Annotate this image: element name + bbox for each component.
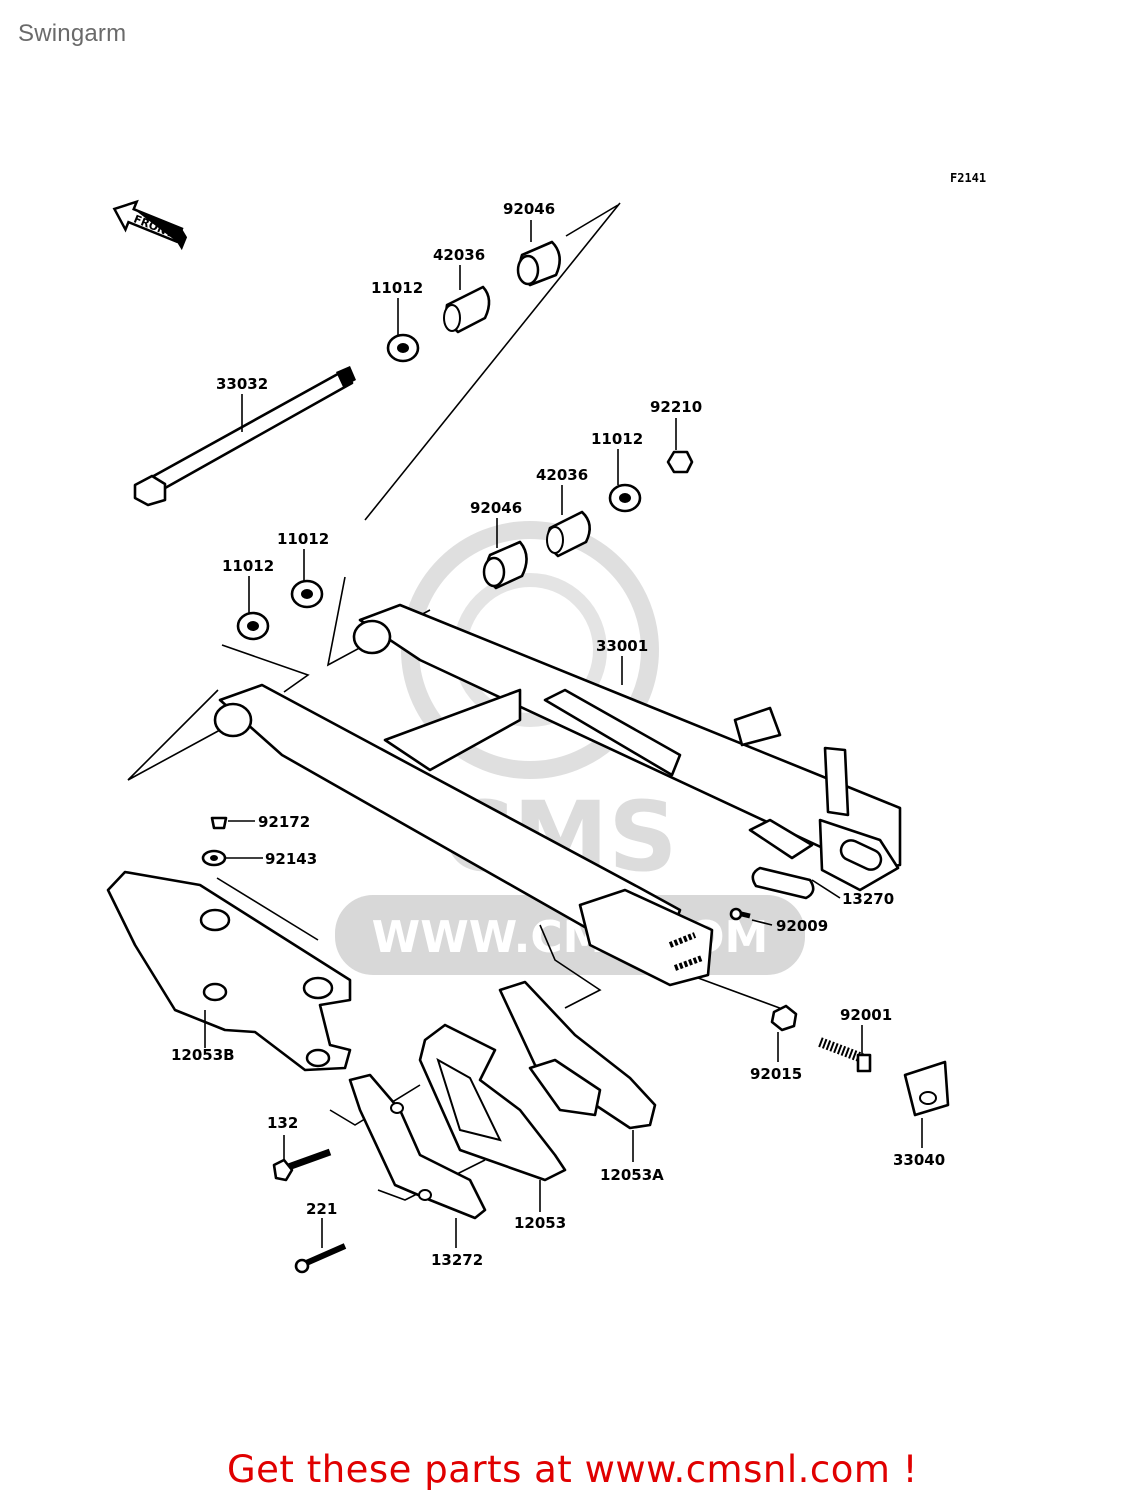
chain-guide-stack: [348, 980, 657, 1220]
label-11012-b: 11012: [222, 557, 274, 575]
swingarm-body: [213, 603, 902, 987]
chain-guide-12053b: [106, 870, 352, 1072]
small-fasteners: [201, 816, 950, 1274]
label-33032: 33032: [216, 375, 268, 393]
label-92046-top: 92046: [503, 200, 555, 218]
label-11012-top: 11012: [371, 279, 423, 297]
label-92172: 92172: [258, 813, 310, 831]
part-labels: 92046 42036 11012 33032 92210 11012 4203…: [171, 200, 945, 1269]
leader-lines: [204, 220, 923, 1248]
label-11012-mid: 11012: [591, 430, 643, 448]
label-13270: 13270: [842, 890, 894, 908]
label-92143: 92143: [265, 850, 317, 868]
label-221: 221: [306, 1200, 337, 1218]
label-42036-top: 42036: [433, 246, 485, 264]
label-12053: 12053: [514, 1214, 566, 1232]
figure-code: F2141: [950, 171, 986, 185]
label-132: 132: [267, 1114, 298, 1132]
label-11012-a: 11012: [277, 530, 329, 548]
page-title: Swingarm: [18, 20, 127, 47]
label-92046-mid: 92046: [470, 499, 522, 517]
label-33001: 33001: [596, 637, 648, 655]
label-92009: 92009: [776, 917, 828, 935]
pivot-shaft: [133, 366, 356, 507]
front-arrow-icon: FRONT: [112, 199, 188, 251]
label-42036-mid: 42036: [536, 466, 588, 484]
right-bushing-stack: [236, 450, 694, 641]
top-bushing-stack: [386, 240, 561, 363]
label-13272: 13272: [431, 1251, 483, 1269]
label-92001: 92001: [840, 1006, 892, 1024]
label-33040: 33040: [893, 1151, 945, 1169]
label-92210: 92210: [650, 398, 702, 416]
label-12053b: 12053B: [171, 1046, 235, 1064]
label-12053a: 12053A: [600, 1166, 664, 1184]
footer-cta-link[interactable]: Get these parts at www.cmsnl.com !: [226, 1448, 918, 1491]
label-92015: 92015: [750, 1065, 802, 1083]
